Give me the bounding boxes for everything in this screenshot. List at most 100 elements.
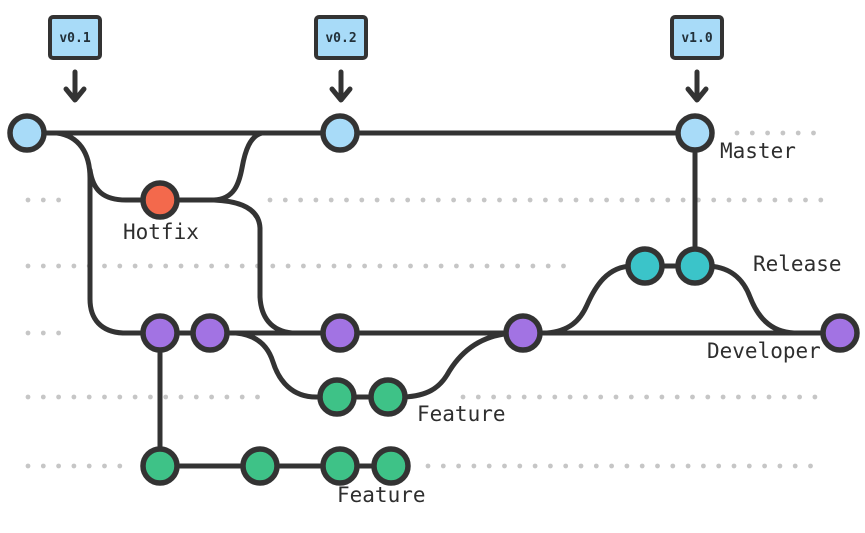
lane-dot — [425, 463, 431, 469]
lane-dot — [420, 197, 426, 203]
lane-dot — [344, 197, 349, 203]
lane-dot — [163, 394, 169, 400]
lane-dot — [239, 263, 245, 269]
lane-dot — [563, 463, 569, 469]
lane-dot — [624, 463, 630, 469]
lane-dot — [298, 197, 303, 203]
lane-dot — [670, 463, 676, 469]
lane-dot — [604, 197, 609, 203]
lane-dot — [285, 263, 291, 269]
lane-dot — [86, 394, 92, 400]
lane-dot — [148, 263, 153, 269]
lane-dot — [438, 263, 444, 269]
lane-dot — [808, 463, 813, 469]
lane-dot — [613, 394, 619, 400]
down-arrow-head-icon — [685, 86, 709, 103]
lane-dot — [680, 197, 686, 203]
lane-dot — [460, 394, 466, 400]
lane-dot — [178, 394, 184, 400]
tag-box — [670, 15, 724, 60]
lane-dot — [25, 197, 31, 203]
path-feature-top-branch-out — [233, 330, 407, 400]
lane-dot — [362, 263, 367, 269]
lane-dot — [502, 463, 507, 469]
lane-dot — [40, 330, 46, 336]
lane-dot — [506, 394, 512, 400]
lane-dot — [812, 394, 818, 400]
lane-dot — [193, 263, 199, 269]
lane-dot — [588, 197, 594, 203]
lane-dot — [690, 394, 695, 400]
lane-dot — [316, 263, 322, 269]
lane-dot — [795, 130, 801, 136]
lane-dots — [25, 130, 824, 469]
lane-dot — [469, 263, 475, 269]
lane-dot — [71, 394, 77, 400]
lane-dot — [561, 263, 566, 269]
lane-dot — [726, 197, 732, 203]
lane-dot — [408, 263, 413, 269]
lane-dot — [313, 197, 319, 203]
lane-dot — [270, 263, 276, 269]
path-release-merge-developer — [707, 263, 797, 336]
commit-node-release — [675, 246, 715, 286]
lane-dot — [435, 197, 441, 203]
branch-labels: MasterHotfixReleaseDeveloperFeatureFeatu… — [123, 139, 842, 507]
path-hotfix-branch-out — [87, 167, 217, 203]
lane-dot — [56, 463, 61, 469]
lane-dot — [451, 197, 456, 203]
commit-node-master — [7, 113, 47, 153]
commit-node-developer — [503, 313, 543, 353]
lane-dot — [117, 394, 123, 400]
lane-dot — [40, 394, 46, 400]
lane-dot — [374, 197, 380, 203]
lane-dot — [40, 463, 46, 469]
lane-dot — [639, 463, 645, 469]
lane-dot — [765, 130, 770, 136]
lane-dot — [777, 463, 783, 469]
lane-dot — [731, 463, 737, 469]
lane-dot — [573, 197, 579, 203]
lane-dot — [766, 394, 772, 400]
branch-label-hotfix: Hotfix — [123, 220, 199, 244]
tag-box — [314, 15, 368, 60]
commit-node-master — [320, 113, 360, 153]
lane-dot — [484, 263, 490, 269]
lane-dot — [780, 130, 786, 136]
commit-node-developer — [820, 313, 860, 353]
lane-dot — [665, 197, 671, 203]
lane-dot — [545, 263, 551, 269]
lane-dot — [598, 394, 604, 400]
lane-dot — [117, 263, 123, 269]
lane-dot — [628, 394, 634, 400]
branch-label-feature: Feature — [337, 483, 426, 507]
commits — [7, 113, 860, 486]
lane-dot — [71, 463, 77, 469]
lane-dot — [701, 463, 706, 469]
lane-dot — [818, 197, 824, 203]
lane-dot — [619, 197, 625, 203]
lane-dot — [331, 263, 337, 269]
lane-dot — [558, 197, 564, 203]
commit-node-feature-top — [368, 377, 408, 417]
lane-dot — [720, 394, 726, 400]
lane-dot — [301, 263, 306, 269]
branch-label-master: Master — [720, 139, 796, 163]
lane-dot — [56, 394, 61, 400]
lane-dot — [377, 263, 383, 269]
commit-node-release — [625, 246, 665, 286]
lane-dot — [25, 394, 31, 400]
lane-dot — [346, 263, 352, 269]
lane-dot — [497, 197, 502, 203]
path-master-to-developer — [54, 130, 126, 336]
lane-dot — [132, 263, 138, 269]
lane-dot — [440, 463, 446, 469]
lane-dot — [282, 197, 288, 203]
lane-dot — [705, 394, 711, 400]
lane-dot — [583, 394, 588, 400]
commit-node-hotfix — [140, 180, 180, 220]
commit-node-developer — [190, 313, 230, 353]
lane-dot — [471, 463, 477, 469]
